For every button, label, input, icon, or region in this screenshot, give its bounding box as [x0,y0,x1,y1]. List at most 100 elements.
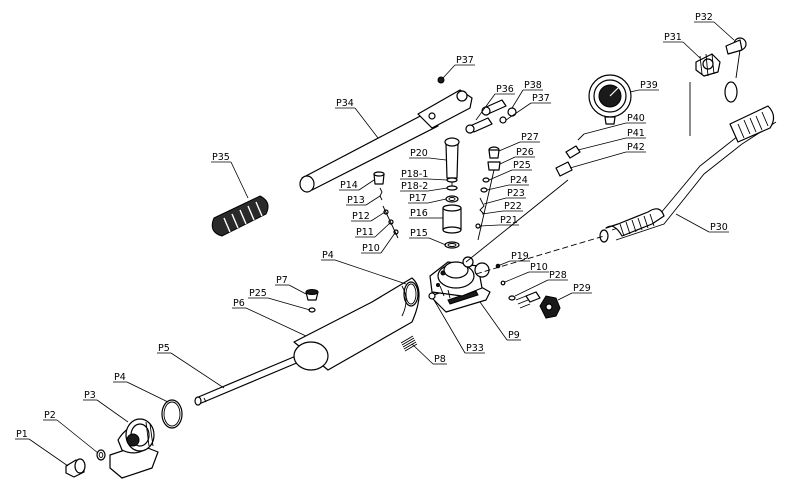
label-p33: P33 [433,299,485,354]
label-p18-2-text: P18-2 [401,181,428,192]
p4-o-ring-upper [403,281,419,307]
p5-piston-rod [194,355,300,406]
label-p31-text: P31 [664,32,682,43]
label-p37a: P37 [442,55,475,79]
label-p35-text: P35 [212,152,230,163]
label-p3-text: P3 [84,390,96,401]
label-p6: P6 [232,298,307,337]
label-p10b-text: P10 [530,262,548,273]
p1-end-cap [65,458,86,478]
label-p26-text: P26 [516,147,534,158]
label-p30-text: P30 [710,222,728,233]
label-p37b-text: P37 [532,93,550,104]
p10-seal-right [500,280,506,286]
label-p36: P36 [475,84,515,121]
label-p7: P7 [275,275,307,295]
label-p19-text: P19 [511,251,529,262]
label-p22: P22 [481,201,523,215]
label-p29-text: P29 [573,283,591,294]
label-p27-text: P27 [521,132,539,143]
label-p24-text: P24 [510,175,528,186]
label-p2: P2 [43,410,99,454]
label-p25a: P25 [248,288,311,311]
label-p14-text: P14 [340,180,358,191]
label-p10b: P10 [504,262,549,283]
label-p7-text: P7 [276,275,288,286]
label-p5-text: P5 [158,343,170,354]
label-p12: P12 [351,211,386,222]
label-p28: P28 [514,270,568,297]
p6-reservoir-tube [293,277,420,371]
label-p8-text: P8 [434,354,446,365]
p40-p42-fittings [555,133,585,177]
label-p20-text: P20 [410,148,428,159]
p7-fill-plug [305,289,319,301]
label-p40-text: P40 [627,113,645,124]
p34-handle-tube [299,89,473,193]
label-p20: P20 [409,148,447,161]
p33-plug [428,292,436,300]
label-p11: P11 [355,222,391,238]
p37-pin-top [437,76,445,84]
label-p31: P31 [663,32,701,59]
label-p16-text: P16 [410,208,428,219]
p32-dust-cap [724,37,747,103]
p30-hydraulic-hose [599,105,777,243]
label-p16: P16 [409,208,443,219]
p28-washer [508,295,516,301]
label-p4a-text: P4 [114,372,126,383]
p29-release-knob [515,291,561,319]
label-p5: P5 [157,343,225,389]
p35-grip [211,195,269,237]
label-p25b: P25 [488,160,532,181]
label-p25a-text: P25 [249,288,267,299]
p37-clip [499,116,507,124]
label-p28-text: P28 [549,270,567,281]
label-p4b: P4 [321,250,407,285]
label-p13: P13 [346,195,381,206]
label-p1: P1 [15,429,69,467]
p31-coupler [695,53,721,77]
label-p14: P14 [339,179,375,191]
p16-sleeve [442,204,462,234]
p17-guide [445,195,459,203]
label-p26: P26 [499,147,535,165]
label-p41: P41 [577,128,646,151]
hose-center-line [475,235,605,275]
label-p12-text: P12 [352,211,370,222]
label-p19: P19 [499,251,530,266]
p9-pump-body [429,256,491,313]
p2-washer [96,449,106,461]
p27-plug [488,146,500,159]
label-p9-text: P9 [508,330,520,341]
label-p10a-text: P10 [362,243,380,254]
p14-valve-cap [373,171,385,185]
p4-o-ring-lower [161,399,183,429]
label-p35: P35 [211,152,249,199]
gauge-center-line [465,179,569,263]
label-p4b-text: P4 [322,250,334,261]
label-p40: P40 [583,113,646,135]
label-p37b: P37 [505,93,551,121]
label-p38: P38 [511,80,543,109]
label-p27: P27 [498,132,540,152]
label-p34: P34 [335,98,379,139]
p8-spring [400,335,418,352]
label-p23-text: P23 [507,188,525,199]
label-p32-text: P32 [695,12,713,23]
p13-p10-valve-parts [379,187,399,239]
label-p29: P29 [557,283,592,301]
label-p2-text: P2 [44,410,56,421]
label-p30: P30 [675,213,729,233]
p38-clip [507,107,517,117]
label-p32: P32 [694,12,735,41]
label-p18-1: P18-1 [400,169,448,181]
p36-pins [465,99,507,134]
label-p8: P8 [411,343,447,365]
p26-p21-stack [475,161,501,241]
label-p42-text: P42 [627,142,645,153]
label-p15-text: P15 [410,228,428,239]
label-p13-text: P13 [347,195,365,206]
label-p3: P3 [83,390,129,423]
